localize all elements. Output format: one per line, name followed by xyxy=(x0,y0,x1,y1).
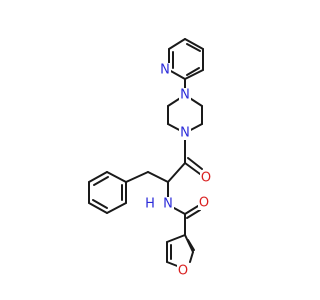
bond-double-inner xyxy=(187,239,195,251)
bond xyxy=(184,69,204,80)
upper-carbonyl-oxygen: O xyxy=(200,171,212,186)
upper-carbonyl-o-label: O xyxy=(201,171,211,186)
lower-carbonyl-o-label: O xyxy=(199,196,209,211)
pyridine-nitrogen: N xyxy=(159,63,171,78)
bond xyxy=(166,234,186,243)
bond xyxy=(88,202,108,214)
bond xyxy=(189,251,194,263)
bond xyxy=(173,207,186,215)
bond-double xyxy=(186,209,201,219)
bond xyxy=(184,162,201,175)
bond xyxy=(125,171,149,183)
piperazine-top-nitrogen: N xyxy=(179,88,191,103)
furan-oxygen: O xyxy=(177,264,189,279)
bond xyxy=(184,38,204,50)
piperazine-bottom-n-label: N xyxy=(180,126,190,141)
pyridine-n-label: N xyxy=(160,63,170,78)
amide-n-label: N xyxy=(163,197,173,212)
bond-double-inner xyxy=(93,176,109,186)
bond xyxy=(106,202,127,214)
bond-double-inner xyxy=(186,43,201,52)
structure-diagram: N N N O N H O xyxy=(88,38,212,279)
bond xyxy=(184,205,199,215)
bond-double-inner xyxy=(92,199,108,209)
molecule-canvas: N N N O N H O xyxy=(88,38,212,279)
bond xyxy=(147,171,169,183)
bond xyxy=(106,171,127,183)
atom-labels: N N N O N H O xyxy=(145,63,212,279)
bond xyxy=(168,38,186,50)
furan-o-label: O xyxy=(178,264,188,279)
piperazine-top-n-label: N xyxy=(180,88,190,103)
pyridine-ring xyxy=(168,38,204,80)
amide-nitrogen: N H xyxy=(145,197,174,212)
amide-h-label: H xyxy=(145,197,155,212)
bond xyxy=(167,162,186,183)
bond-double xyxy=(187,157,203,170)
bond-double-inner xyxy=(186,67,200,76)
phenyl-ring xyxy=(88,171,127,214)
bond xyxy=(88,171,108,183)
furan-ring xyxy=(166,234,195,270)
bond xyxy=(168,69,186,80)
piperazine-bottom-nitrogen: N xyxy=(179,126,191,141)
lower-carbonyl-oxygen: O xyxy=(198,196,210,211)
